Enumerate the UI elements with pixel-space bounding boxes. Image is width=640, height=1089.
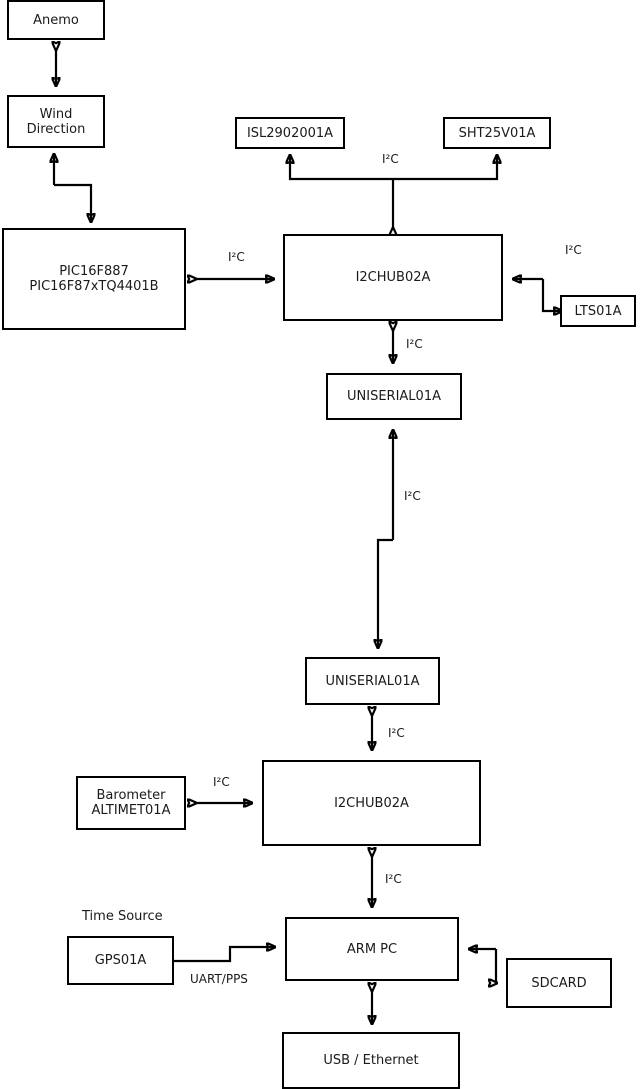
node-lts01a[interactable]: LTS01A [560, 295, 636, 327]
edge-label-pic-hub: I²C [228, 250, 245, 264]
label-time-source: Time Source [82, 909, 163, 924]
edge-label-hub-uniserial1: I²C [406, 337, 423, 351]
edge-label-uniserial2-hub2: I²C [388, 726, 405, 740]
node-sht25v01a[interactable]: SHT25V01A [443, 117, 551, 149]
edge-uni1-down-to-uni2 [378, 538, 393, 648]
node-wind-direction[interactable]: Wind Direction [7, 95, 105, 148]
edge-wind-to-pic-down [54, 183, 91, 222]
edge-label-hub2-armpc: I²C [385, 872, 402, 886]
node-i2chub02a-top[interactable]: I2CHUB02A [283, 234, 503, 321]
edge-label-uniserial1-uniserial2: I²C [404, 489, 421, 503]
node-gps01a[interactable]: GPS01A [67, 936, 174, 985]
node-i2chub02a-bottom[interactable]: I2CHUB02A [262, 760, 481, 846]
node-usb-ethernet[interactable]: USB / Ethernet [282, 1032, 460, 1089]
node-pic-mcu[interactable]: PIC16F887 PIC16F87xTQ4401B [2, 228, 186, 330]
node-sdcard[interactable]: SDCARD [506, 958, 612, 1008]
node-uniserial01a-lower[interactable]: UNISERIAL01A [305, 657, 440, 705]
node-uniserial01a-upper[interactable]: UNISERIAL01A [326, 373, 462, 420]
node-anemo[interactable]: Anemo [7, 0, 105, 40]
edge-armpc-to-sdcard [496, 949, 497, 983]
node-isl2902001a[interactable]: ISL2902001A [235, 117, 345, 149]
edge-gps-armpc [174, 947, 275, 963]
edge-label-barometer-hub2: I²C [213, 775, 230, 789]
edge-label-hub-lts: I²C [565, 243, 582, 257]
node-arm-pc[interactable]: ARM PC [285, 917, 459, 981]
edge-bus-to-isl [290, 155, 393, 181]
node-barometer-altimet01a[interactable]: Barometer ALTIMET01A [76, 776, 186, 830]
edge-bus-to-sht [393, 155, 497, 181]
edge-label-sensors-bus: I²C [382, 152, 399, 166]
edge-label-gps-armpc: UART/PPS [190, 972, 248, 986]
